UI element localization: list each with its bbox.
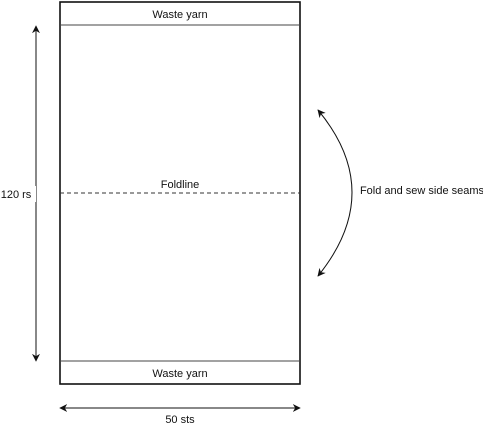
width-label: 50 sts [165, 414, 195, 426]
foldline-label: Foldline [161, 179, 200, 191]
bottom-waste-yarn-label: Waste yarn [152, 368, 207, 380]
fold-curved-arrow [317, 109, 353, 277]
instruction-label: Fold and sew side seams [360, 185, 483, 197]
height-label: 120 rs [1, 189, 32, 201]
height-label-background [0, 186, 36, 202]
top-waste-yarn-label: Waste yarn [152, 9, 207, 21]
